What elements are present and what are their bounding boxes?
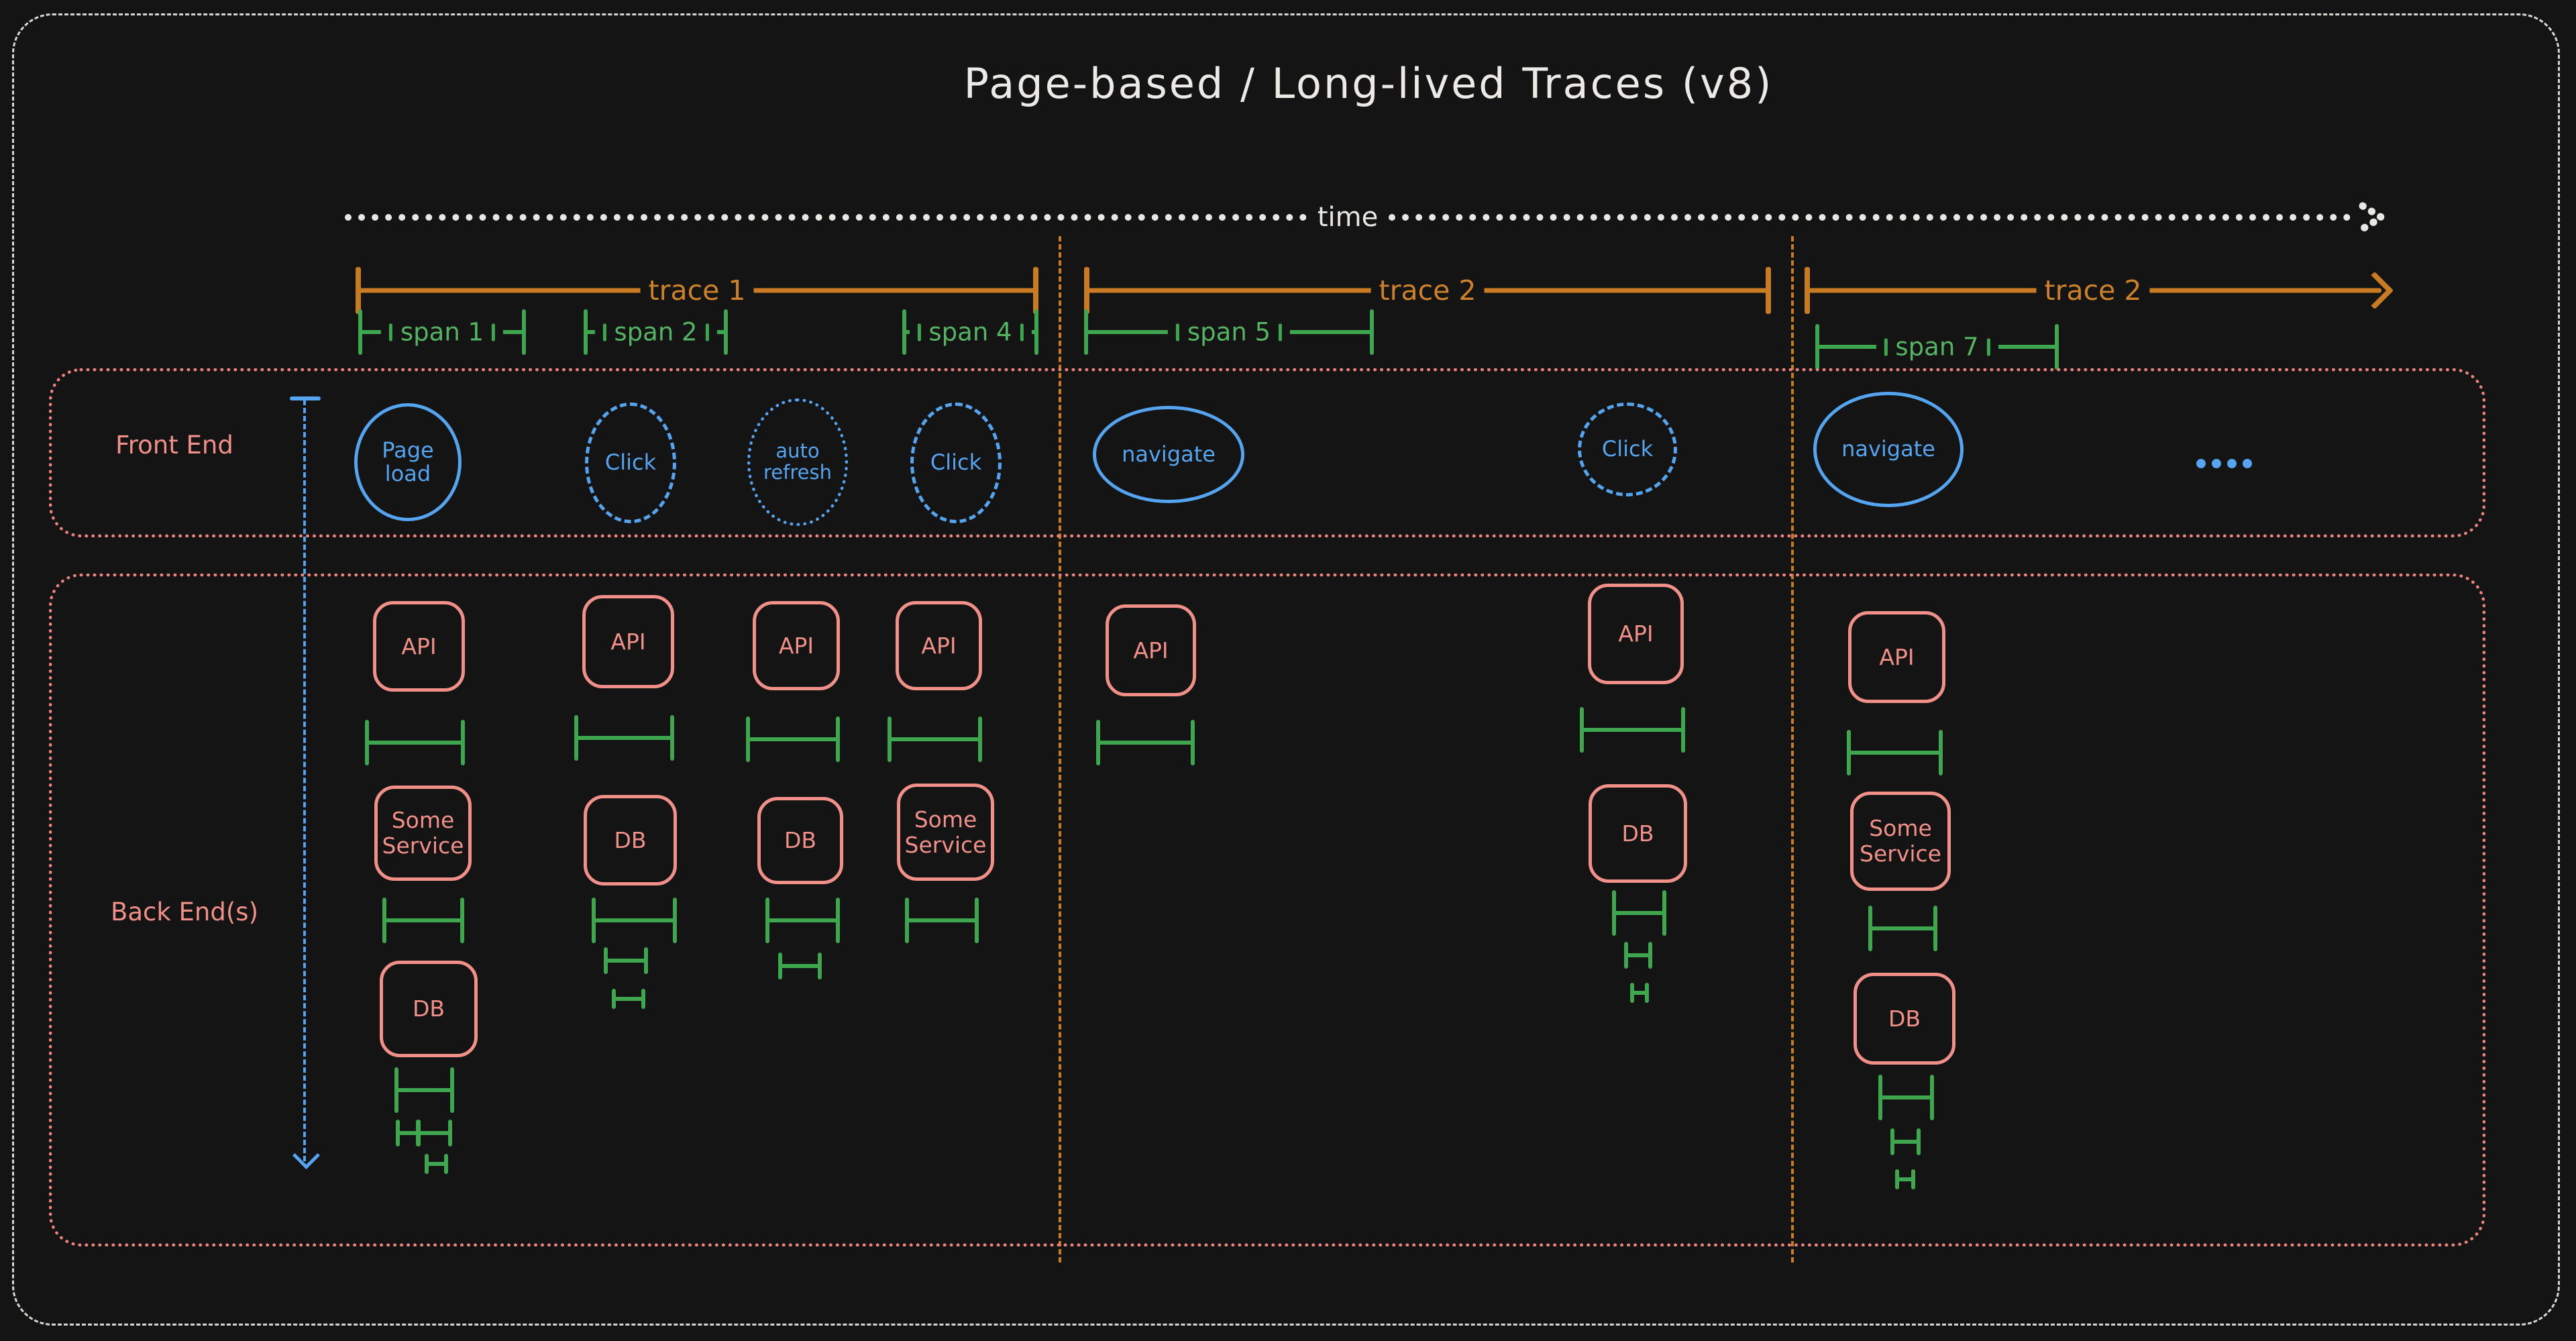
event-label: auto refresh [763,439,832,484]
node-some-service: Some Service [897,784,994,881]
backend-span-marker [746,716,840,762]
node-db: DB [380,961,478,1057]
backend-span-marker [365,720,465,765]
backend-span-marker [1878,1075,1934,1120]
span-5-bracket: span 5 [1084,309,1374,355]
backend-span-marker [1630,983,1649,1003]
node-api: API [582,595,674,688]
time-axis-dotted-line [1389,214,2351,221]
outer-dashed-border [12,13,2560,1326]
backend-span-marker [394,1067,454,1113]
backend-span-marker [1868,906,1937,951]
backend-span-marker [1096,720,1195,765]
time-axis-label: time [1317,202,1379,233]
span-label: span 5 [1167,317,1291,347]
trace-label: trace 2 [2036,274,2150,307]
node-api: API [753,601,840,690]
backend-span-marker [417,1120,452,1146]
trace-label: trace 1 [640,274,754,307]
event-navigate-2: navigate [1813,392,1964,507]
span-7-bracket: span 7 [1815,324,2059,370]
node-api: API [373,601,465,692]
span-label: span 1 [380,317,504,347]
continuation-dots-icon [2196,459,2252,468]
event-navigate-1: navigate [1093,406,1244,503]
event-label: Click [930,449,982,476]
event-click-1: Click [585,403,676,523]
node-db: DB [1589,784,1687,883]
page-title: Page-based / Long-lived Traces (v8) [963,59,1774,108]
backend-span-marker [1580,707,1685,753]
span-4-bracket: span 4 [902,309,1038,355]
backend-span-marker [778,953,822,979]
node-api: API [1848,611,1945,703]
node-api: API [1588,584,1684,684]
time-axis: time [345,199,2391,236]
backend-span-marker [1890,1128,1921,1155]
node-some-service: Some Service [1850,792,1951,891]
backend-span-marker [1612,890,1666,936]
backend-span-marker [765,898,840,943]
event-label: navigate [1122,441,1216,467]
backend-span-marker [1895,1169,1915,1189]
span-label: span 4 [909,317,1032,347]
trace-2-bracket: trace 2 [1084,267,1771,314]
backend-span-marker [888,716,982,762]
backend-span-marker [1624,942,1652,969]
event-label: Page load [382,437,434,486]
time-axis-dotted-line [345,214,1307,221]
event-click-2: Click [910,403,1002,523]
node-db: DB [1854,973,1955,1065]
backend-span-marker [612,989,645,1009]
event-page-load: Page load [354,403,462,521]
span-label: span 7 [1876,332,1998,362]
node-db: DB [757,797,843,884]
backend-span-marker [905,898,979,943]
trace-divider [1791,236,1794,1263]
span-label: span 2 [594,317,717,347]
backend-span-marker [1847,730,1943,775]
node-api: API [896,601,982,690]
backend-lane [49,574,2485,1246]
span-2-bracket: span 2 [584,309,728,355]
trace-divider [1059,236,1061,1263]
node-db: DB [584,795,677,886]
frontend-lane-label: Front End [115,431,233,460]
backend-span-marker [592,898,677,943]
backend-span-marker [382,898,464,943]
backend-span-marker [604,947,648,974]
event-label: Click [604,449,657,476]
event-label: Click [1601,436,1654,462]
trace-1-bracket: trace 1 [356,267,1038,314]
time-cursor-arrow [290,396,321,1161]
frontend-lane [49,368,2485,537]
node-api: API [1106,604,1196,696]
backend-span-marker [425,1154,448,1174]
event-auto-refresh: auto refresh [747,398,848,526]
event-click-3: Click [1578,403,1677,496]
trace-2b-bracket: trace 2 [1805,267,2394,314]
backend-lane-label: Back End(s) [110,898,259,926]
backend-span-marker [574,715,674,761]
node-some-service: Some Service [374,786,472,881]
span-1-bracket: span 1 [358,309,526,355]
trace-label: trace 2 [1371,274,1485,307]
event-label: navigate [1841,436,1935,462]
time-axis-arrow-icon [2359,202,2389,233]
